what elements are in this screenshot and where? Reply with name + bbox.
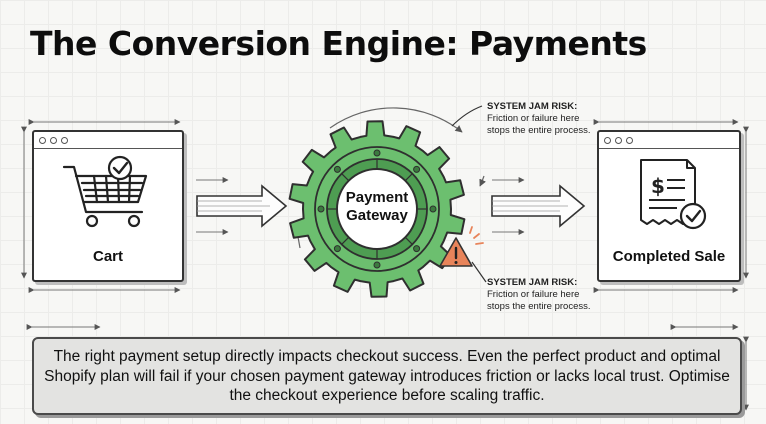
sale-window: $ Completed Sale [597, 130, 741, 282]
page-title: The Conversion Engine: Payments [30, 24, 647, 63]
guide-lines [21, 119, 749, 411]
risk-line: Friction or failure here [487, 289, 580, 300]
window-dot [604, 136, 611, 144]
window-dot [61, 136, 68, 144]
gateway-label: Payment Gateway [330, 189, 424, 225]
checkmark-icon [679, 202, 707, 230]
dollar-icon: $ [651, 174, 665, 198]
cart-label: Cart [92, 248, 123, 265]
risk-line: Friction or failure here [487, 113, 580, 124]
window-titlebar [599, 132, 739, 149]
cart-window: Cart [32, 130, 184, 282]
gear-icon [288, 120, 466, 298]
window-dot [615, 136, 622, 144]
warning-icon [439, 226, 484, 267]
gateway-label-line2: Gateway [346, 207, 408, 224]
summary-text: The right payment setup directly impacts… [44, 348, 730, 404]
sale-label: Completed Sale [612, 248, 726, 265]
risk-note-bottom: SYSTEM JAM RISK: Friction or failure her… [487, 277, 591, 313]
window-dot [50, 136, 57, 144]
risk-title: SYSTEM JAM RISK: [487, 277, 578, 288]
risk-line: stops the entire process. [487, 125, 591, 136]
risk-note-top: SYSTEM JAM RISK: Friction or failure her… [487, 101, 591, 137]
checkmark-icon [107, 155, 133, 181]
risk-line: stops the entire process. [487, 301, 591, 312]
arrow-right-icon [491, 177, 586, 235]
window-dot [39, 136, 46, 144]
arrow-right-icon [196, 177, 288, 235]
window-dot [626, 136, 633, 144]
summary-note: The right payment setup directly impacts… [32, 337, 742, 415]
receipt-icon: $ [640, 159, 707, 230]
window-titlebar [34, 132, 182, 149]
gateway-label-line1: Payment [345, 189, 409, 206]
shopping-cart-icon [62, 155, 148, 228]
risk-title: SYSTEM JAM RISK: [487, 101, 578, 112]
